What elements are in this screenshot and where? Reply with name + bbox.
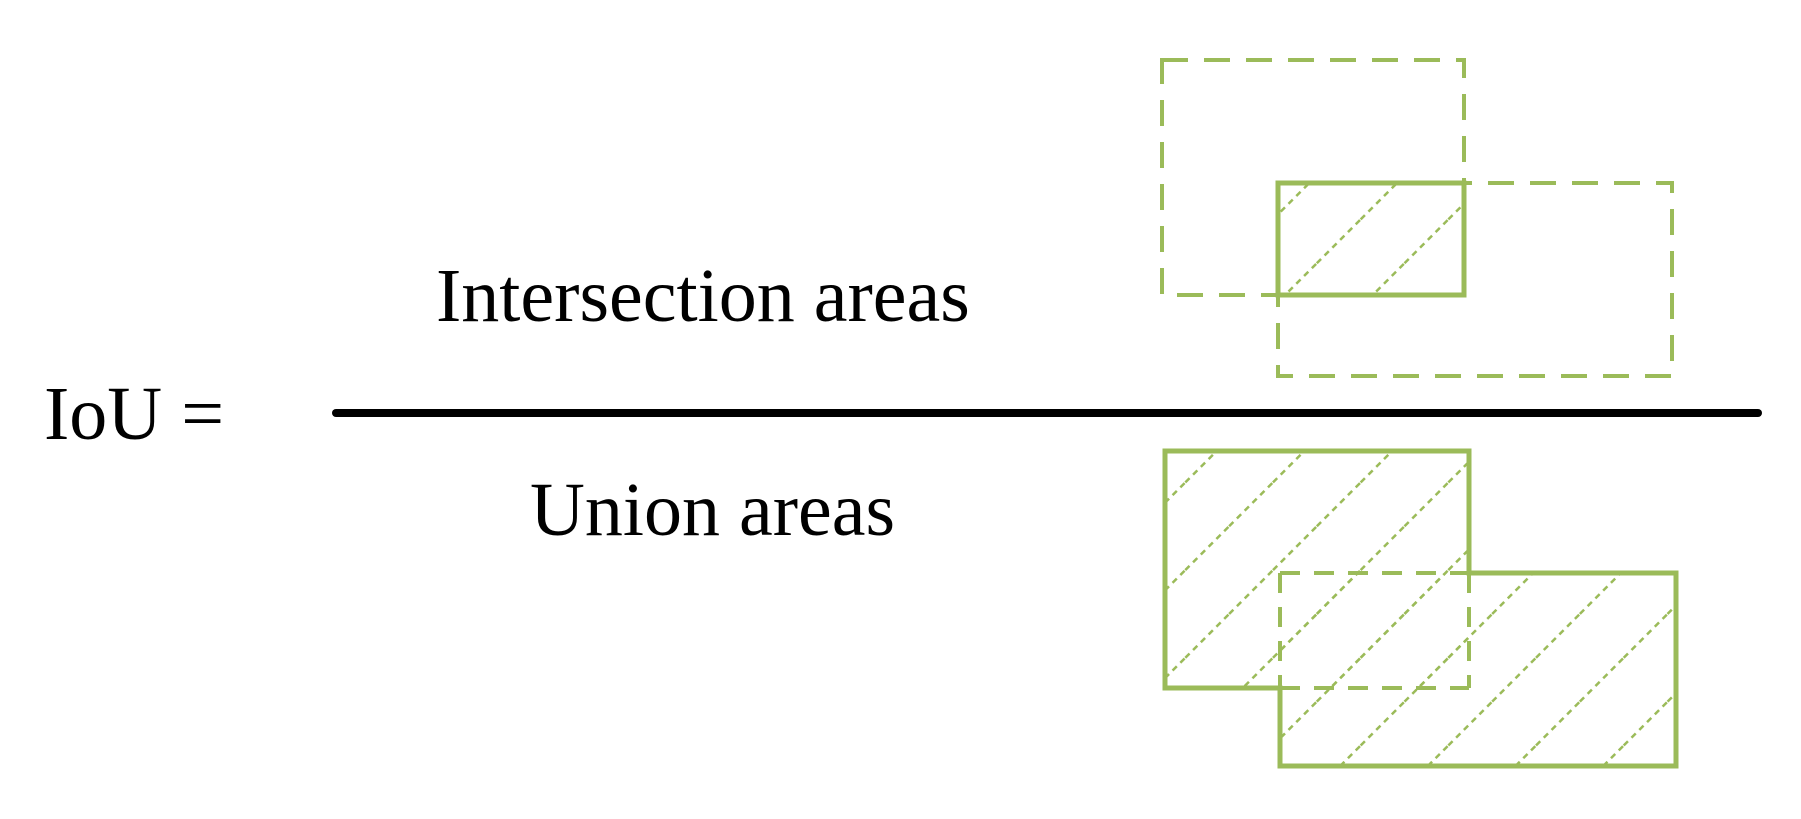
- union-diagram: [1162, 448, 1679, 769]
- box-a-dashed: [1160, 58, 1466, 297]
- union-outline: [1162, 448, 1679, 769]
- denominator-label: Union areas: [530, 468, 896, 552]
- intersection-diagram: [1160, 58, 1674, 378]
- fraction-bar: [332, 409, 1762, 417]
- union-area-b: [1280, 573, 1676, 766]
- numerator-label: Intersection areas: [436, 254, 970, 338]
- iou-label: IoU =: [44, 372, 225, 456]
- intersection-area: [1275, 180, 1467, 298]
